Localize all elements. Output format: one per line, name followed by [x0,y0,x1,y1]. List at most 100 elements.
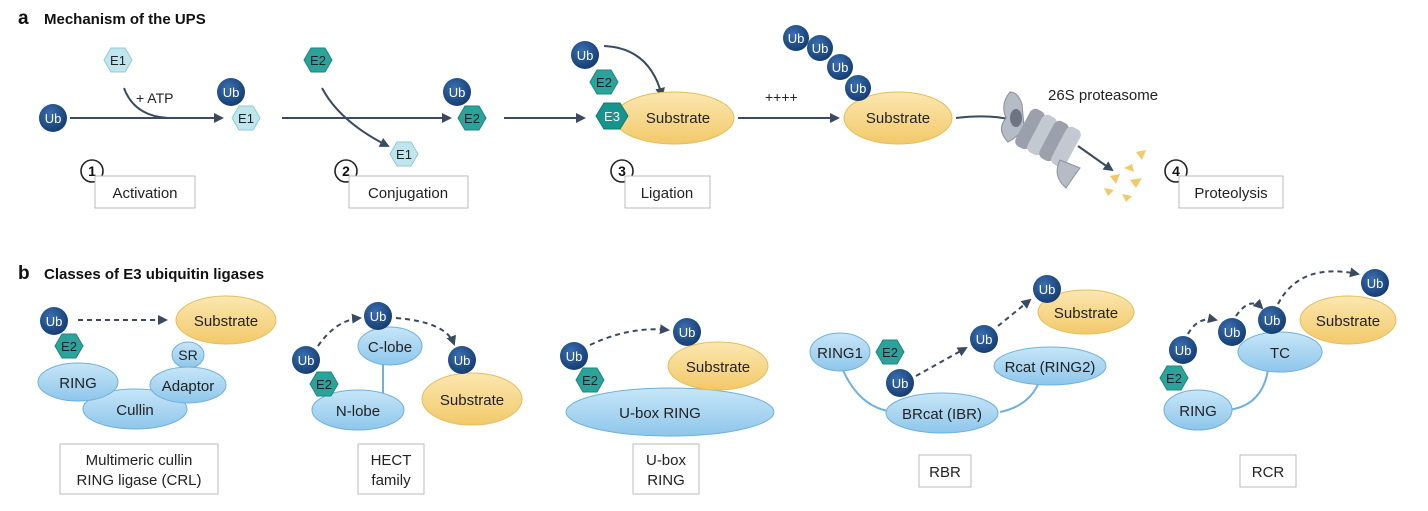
svg-text:Ub: Ub [1367,276,1384,291]
svg-text:Ub: Ub [1224,325,1241,340]
svg-text:E2: E2 [464,111,480,126]
rcr-caption: RCR [1239,454,1297,488]
svg-text:Ub: Ub [223,85,240,100]
svg-text:E1: E1 [396,147,412,162]
svg-text:E2: E2 [61,339,77,354]
panel-a-title: Mechanism of the UPS [44,11,206,28]
svg-text:Ub: Ub [454,353,471,368]
ligation-complex: Substrate E2 E3 Ub [571,41,735,145]
atp-label: + ATP [136,90,173,106]
svg-text:N-lobe: N-lobe [336,403,380,420]
svg-text:TC: TC [1270,345,1290,362]
svg-text:2: 2 [342,163,350,179]
e1-released: E1 [389,141,419,167]
svg-text:RCR: RCR [1252,464,1285,481]
svg-text:Ub: Ub [1175,343,1192,358]
svg-text:Ub: Ub [788,31,805,46]
atp-curve [123,87,169,119]
ub-free: Ub [39,104,67,132]
crl-caption: Multimeric cullin RING ligase (CRL) [59,443,219,495]
svg-text:Ub: Ub [812,41,829,56]
svg-text:Conjugation: Conjugation [368,185,448,202]
step-2: 2 Conjugation [334,159,469,209]
svg-text:RBR: RBR [929,464,961,481]
step-3: 3 Ligation [610,159,711,209]
svg-text:Ub: Ub [976,332,993,347]
svg-text:E2: E2 [310,53,326,68]
svg-text:Ub: Ub [679,325,696,340]
svg-text:E2: E2 [596,75,612,90]
polyub-substrate: Substrate Ub Ub Ub Ub [783,25,953,145]
svg-text:family: family [371,472,411,489]
svg-text:Proteolysis: Proteolysis [1194,185,1267,202]
svg-text:U-box RING: U-box RING [619,405,701,422]
svg-text:Ub: Ub [850,81,867,96]
svg-text:Ub: Ub [449,85,466,100]
svg-text:Substrate: Substrate [194,313,258,330]
svg-text:RING: RING [59,375,97,392]
svg-text:Ub: Ub [566,349,583,364]
svg-text:Substrate: Substrate [686,359,750,376]
svg-text:Ub: Ub [892,376,909,391]
svg-text:Substrate: Substrate [1316,313,1380,330]
svg-text:RING ligase (CRL): RING ligase (CRL) [76,472,201,489]
svg-text:U-box: U-box [646,452,687,469]
e1-charged: E1 Ub [217,78,261,131]
svg-text:RING: RING [647,472,685,489]
step-1: 1 Activation [80,159,196,209]
svg-text:HECT: HECT [371,452,412,469]
svg-text:Substrate: Substrate [440,392,504,409]
hect-diagram: N-lobe C-lobe Substrate E2 Ub Ub Ub [292,302,523,431]
svg-text:E2: E2 [882,345,898,360]
svg-text:Ub: Ub [1264,313,1281,328]
e1-hexagon: E1 [103,47,133,73]
e2-hexagon: E2 [303,47,333,73]
e2-charged: E2 Ub [443,78,487,131]
ubox-diagram: U-box RING Substrate E2 Ub Ub [560,318,775,437]
svg-text:E2: E2 [316,377,332,392]
svg-text:Ub: Ub [45,111,62,126]
svg-text:Ub: Ub [832,60,849,75]
proteasome-illustration [1001,91,1081,189]
arrow-from-proteasome [1077,145,1114,172]
plus-label: ++++ [765,89,798,105]
svg-text:Substrate: Substrate [1054,305,1118,322]
svg-text:Substrate: Substrate [646,110,710,127]
svg-text:C-lobe: C-lobe [368,339,412,356]
svg-text:Ub: Ub [370,309,387,324]
svg-text:Substrate: Substrate [866,110,930,127]
peptide-fragments [1104,150,1146,202]
svg-text:Activation: Activation [112,185,177,202]
svg-text:SR: SR [178,347,197,363]
svg-text:Adaptor: Adaptor [162,378,215,395]
svg-text:E2: E2 [582,373,598,388]
svg-text:Ub: Ub [577,48,594,63]
svg-text:Rcat (RING2): Rcat (RING2) [1005,359,1096,376]
svg-text:BRcat (IBR): BRcat (IBR) [902,406,982,423]
rbr-diagram: BRcat (IBR) RING1 Substrate Rcat (RING2)… [809,275,1135,434]
svg-text:E1: E1 [238,111,254,126]
svg-text:Ub: Ub [1039,282,1056,297]
svg-text:Cullin: Cullin [116,402,154,419]
hect-caption: HECT family [357,443,425,495]
svg-text:RING1: RING1 [817,345,863,362]
svg-text:E3: E3 [604,109,620,124]
svg-text:Ub: Ub [298,353,315,368]
panel-b-letter: b [18,263,30,284]
step-4: 4 Proteolysis [1164,159,1284,209]
svg-text:E1: E1 [110,53,126,68]
svg-text:RING: RING [1179,403,1217,420]
arrow-to-proteasome [955,115,1013,121]
panel-b-title: Classes of E3 ubiquitin ligases [44,266,264,283]
ub-transfer-arrow [603,45,665,98]
rbr-caption: RBR [918,454,972,488]
crl-diagram: Substrate SR Cullin RING Adaptor E2 Ub [37,295,277,430]
svg-text:Ligation: Ligation [641,185,694,202]
svg-text:Ub: Ub [46,314,63,329]
ubox-caption: U-box RING [632,443,700,495]
svg-text:1: 1 [88,163,96,179]
svg-text:Multimeric cullin: Multimeric cullin [86,452,193,469]
svg-text:E2: E2 [1166,371,1182,386]
